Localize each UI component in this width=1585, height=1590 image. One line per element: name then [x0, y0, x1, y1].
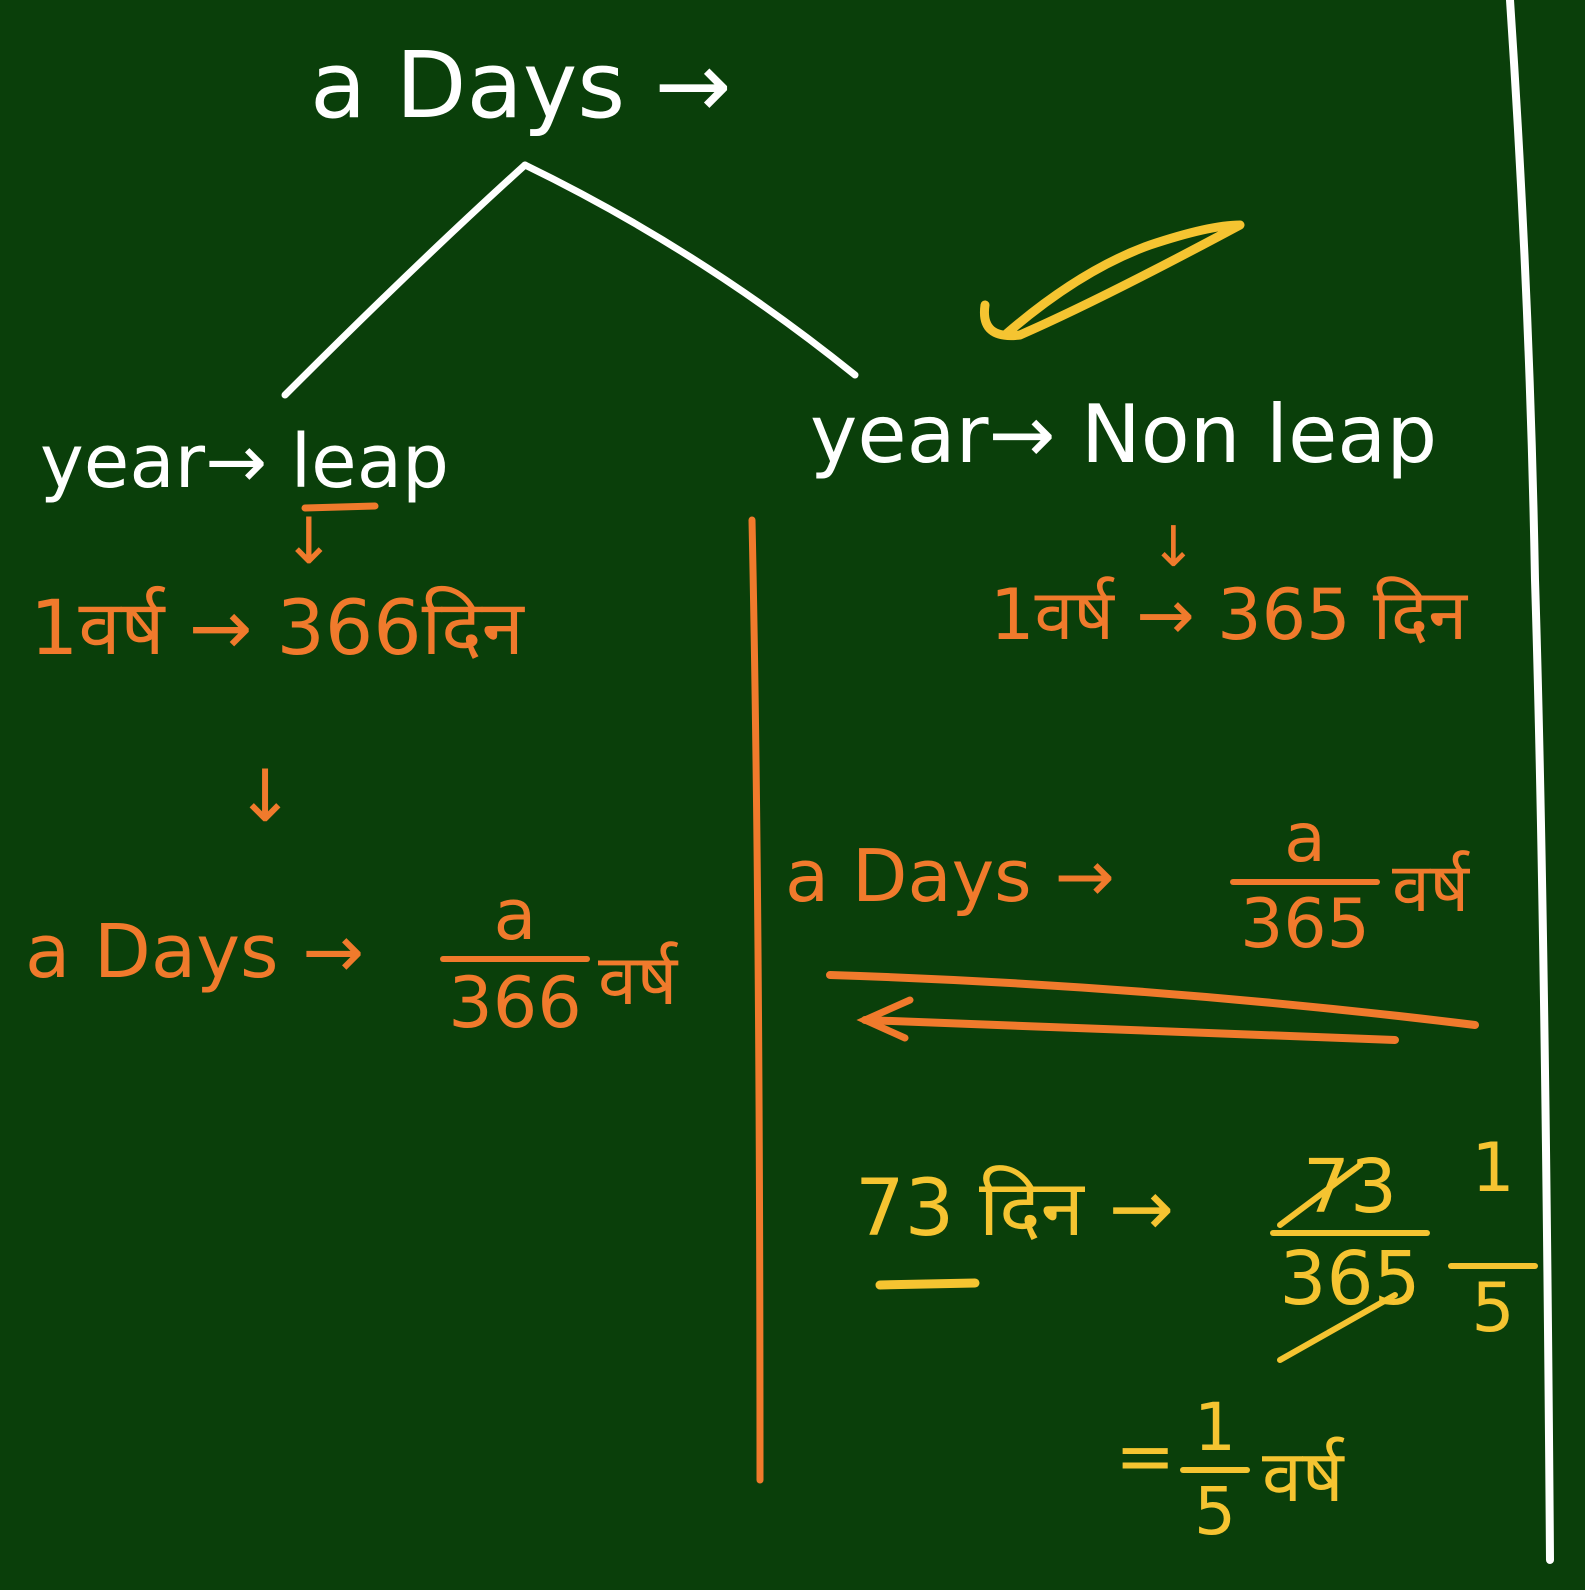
example-fraction-bar: [1270, 1230, 1430, 1236]
equivalence-arrow-head: [856, 996, 914, 1042]
right-line2-unit: वर्ष: [1392, 849, 1470, 928]
tree-branch-left: [281, 161, 529, 399]
left-fraction: a 366: [440, 880, 590, 1038]
right-fraction-bar: [1230, 879, 1380, 885]
check-icon: [979, 220, 1245, 341]
example-fraction-numerator: 73: [1302, 1144, 1398, 1230]
left-down-arrow-2: ↓: [235, 754, 296, 838]
example-reduced-numerator: 1: [1471, 1129, 1515, 1208]
tree-branch-right: [521, 161, 859, 379]
left-heading: year→ leap: [40, 419, 450, 505]
right-line2-prefix: a Days →: [785, 834, 1115, 918]
right-heading: year→ Non leap: [810, 388, 1438, 481]
root-arrow: →: [654, 32, 732, 139]
example-prefix: 73 दिन →: [855, 1164, 1175, 1254]
result-fraction-numerator: 1: [1194, 1389, 1236, 1466]
left-line1: 1वर्ष → 366दिन: [30, 583, 524, 672]
result-fraction-denominator: 5: [1194, 1473, 1236, 1550]
left-fraction-denominator: 366: [448, 962, 582, 1044]
root-label: a Days →: [310, 40, 732, 132]
result-equals: =: [1115, 1414, 1176, 1498]
right-line1: 1वर्ष → 365 दिन: [990, 574, 1468, 656]
right-fraction-denominator: 365: [1240, 885, 1370, 964]
root-text: a Days: [310, 32, 626, 139]
left-down-arrow: ↓: [282, 505, 336, 579]
example-reduced-fraction: 1 5: [1448, 1135, 1538, 1343]
result-fraction: 1 5: [1180, 1395, 1250, 1545]
leap-underline: [301, 502, 379, 512]
right-down-arrow: ↓: [1150, 515, 1197, 580]
example-reduced-denominator: 5: [1471, 1269, 1515, 1348]
column-divider: [748, 516, 764, 1484]
left-line2-prefix: a Days →: [25, 909, 365, 995]
strike-73: [1277, 1162, 1363, 1228]
result-unit: वर्ष: [1262, 1434, 1344, 1518]
left-line2-unit: वर्ष: [598, 939, 678, 1021]
strike-365: [1277, 1292, 1398, 1363]
example-fraction: 73 365: [1270, 1150, 1430, 1316]
example-fraction-denominator: 365: [1279, 1236, 1421, 1322]
left-fraction-numerator: a: [493, 874, 537, 956]
right-fraction: a 365: [1230, 805, 1380, 959]
seventy-three-underline: [875, 1278, 980, 1290]
result-fraction-bar: [1180, 1467, 1250, 1473]
left-fraction-bar: [440, 956, 590, 962]
board-edge-line: [1506, 0, 1554, 1564]
right-fraction-numerator: a: [1284, 799, 1326, 878]
equivalence-arrow-top: [826, 971, 1479, 1029]
equivalence-arrow-bottom: [861, 1016, 1399, 1044]
example-reduced-bar: [1448, 1263, 1538, 1269]
